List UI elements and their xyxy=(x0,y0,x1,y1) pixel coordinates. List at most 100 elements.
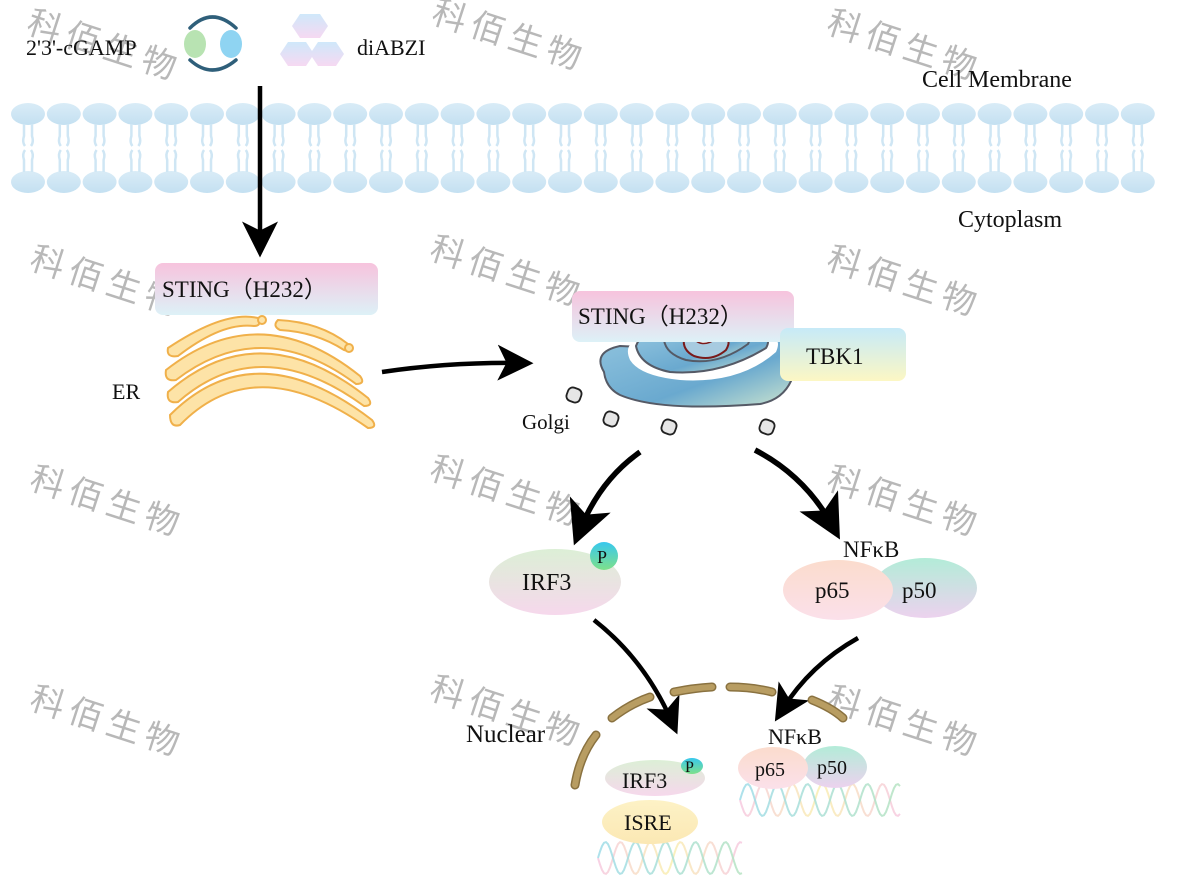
lipid-head xyxy=(548,103,582,125)
lipid-tail xyxy=(558,149,564,172)
lipid-head xyxy=(225,171,260,193)
envelope-segment xyxy=(609,694,653,721)
lipid-tail xyxy=(129,149,134,172)
dna-strand xyxy=(739,782,901,818)
lipid-tail xyxy=(316,124,321,147)
lipid-tail xyxy=(165,149,170,172)
lipid-tail xyxy=(29,149,35,172)
sting-golgi-label: STING（H232） xyxy=(578,304,743,329)
lipid-tail xyxy=(853,149,858,172)
p50-label: p50 xyxy=(902,578,937,603)
nuclear-p50-subunit xyxy=(803,746,867,788)
cell-membrane-bilayer xyxy=(11,103,1155,193)
diabzi-hexagon-icon xyxy=(280,42,314,66)
lipid-tail xyxy=(737,124,743,147)
irf3-phospho-complex: IRF3 P xyxy=(489,542,621,615)
er-bulb xyxy=(257,315,267,325)
watermark: 科佰生物 xyxy=(25,459,190,546)
watermark: 科佰生物 xyxy=(25,679,190,766)
lipid-tail xyxy=(531,124,536,147)
tbk1-label: TBK1 xyxy=(806,344,864,369)
nuclear-envelope xyxy=(570,682,848,790)
lipid-head xyxy=(512,171,547,193)
er-cisterna xyxy=(274,318,351,352)
lipid-head xyxy=(834,171,869,193)
lipid-head xyxy=(404,103,439,125)
lipid-tail xyxy=(745,149,751,172)
lipid-tail xyxy=(1024,124,1029,147)
lipid-tail xyxy=(244,124,249,147)
golgi-label: Golgi xyxy=(522,410,570,434)
lipid-head xyxy=(727,171,761,193)
lipid-tail xyxy=(960,124,965,147)
lipid-head xyxy=(190,103,224,125)
endoplasmic-reticulum xyxy=(164,315,376,430)
cell-membrane-label: Cell Membrane xyxy=(922,67,1072,93)
vesicle-icon xyxy=(758,418,776,436)
lipid-tail xyxy=(208,149,214,172)
nuclear-p65-subunit xyxy=(738,747,808,789)
diabzi-hexagon-icon xyxy=(292,14,328,38)
lipid-tail xyxy=(1032,124,1037,147)
lipid-tail xyxy=(208,124,214,147)
lipid-tail xyxy=(316,149,321,172)
lipid-head xyxy=(11,171,45,193)
lipid-tail xyxy=(881,124,886,147)
lipid-head xyxy=(118,103,153,125)
lipid-tail xyxy=(272,124,277,147)
lipid-tail xyxy=(702,124,707,147)
cgamp-blue-unit-icon xyxy=(220,30,242,58)
lipid-tail xyxy=(881,149,886,172)
p65-subunit xyxy=(783,560,893,620)
lipid-head xyxy=(1049,103,1084,125)
lipid-tail xyxy=(924,149,930,172)
lipid-head xyxy=(369,171,403,193)
lipid-tail xyxy=(65,124,70,147)
lipid-tail xyxy=(523,124,528,147)
diabzi-hexagon-icon xyxy=(310,42,344,66)
lipid-tail xyxy=(809,124,814,147)
lipid-tail xyxy=(308,124,313,147)
arrow-irf3-to-nucleus xyxy=(592,618,680,735)
lipid-tail xyxy=(280,149,285,172)
lipid-tail xyxy=(602,124,607,147)
er-cisterna xyxy=(168,372,376,430)
cgamp-bracket-bottom-icon xyxy=(188,58,238,72)
watermark: 科佰生物 xyxy=(822,239,987,326)
lipid-head xyxy=(190,171,224,193)
lipid-tail xyxy=(236,124,241,147)
lipid-tail xyxy=(817,149,822,172)
lipid-tail xyxy=(531,149,536,172)
irf3-protein xyxy=(489,549,621,615)
lipid-tail xyxy=(781,149,786,172)
lipid-tail xyxy=(57,149,62,172)
lipid-tail xyxy=(21,124,27,147)
lipid-tail xyxy=(666,124,671,147)
lipid-tail xyxy=(845,149,850,172)
lipid-tail xyxy=(1060,149,1065,172)
lipid-tail xyxy=(630,124,635,147)
isre-element xyxy=(602,800,698,844)
lipid-head xyxy=(261,103,296,125)
lipid-tail xyxy=(451,149,456,172)
lipid-tail xyxy=(423,149,428,172)
lipid-head xyxy=(583,103,618,125)
golgi-vesicles xyxy=(565,386,776,436)
lipid-head xyxy=(297,171,332,193)
lipid-tail xyxy=(702,149,707,172)
lipid-tail xyxy=(889,124,894,147)
tbk1-box xyxy=(780,328,906,381)
lipid-tail xyxy=(101,149,106,172)
lipid-tail xyxy=(773,124,778,147)
lipid-tail xyxy=(487,124,492,147)
lipid-tail xyxy=(594,149,599,172)
lipid-tail xyxy=(916,149,922,172)
lipid-tail xyxy=(344,124,349,147)
lipid-head xyxy=(440,171,475,193)
lipid-head xyxy=(154,171,189,193)
lipid-tail xyxy=(352,149,357,172)
lipid-tail xyxy=(244,149,249,172)
lipid-tail xyxy=(379,149,385,172)
lipid-tail xyxy=(173,124,178,147)
sting-er-label: STING（H232） xyxy=(162,277,327,302)
